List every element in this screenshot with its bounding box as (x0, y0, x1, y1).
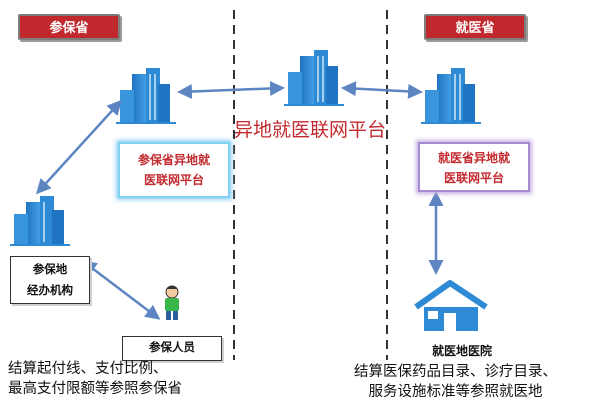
insured-platform-line1: 参保省异地就 (137, 153, 210, 167)
insured-province-tag: 参保省 (18, 14, 120, 40)
medical-platform-line2: 医联网平台 (443, 171, 504, 185)
arrow-center-right-platform (341, 81, 423, 99)
medical-platform-box: 就医省异地就 医联网平台 (418, 142, 530, 192)
center-platform-title: 异地就医联网平台 (234, 119, 387, 141)
right-note-line2: 服务设施标准等参照就医地 (368, 384, 543, 400)
insured-person-icon (165, 285, 179, 320)
agency-line1: 参保地 (32, 262, 68, 276)
left-note: 结算起付线、支付比例、 最高支付限额等参照参保省 (8, 359, 182, 399)
hospital-label: 就医地医院 (432, 344, 493, 358)
center-building-icon (284, 50, 344, 106)
medical-province-tag: 就医省 (424, 14, 526, 40)
right-building-icon (421, 68, 481, 124)
agency-building-icon (10, 196, 70, 246)
arrow-agency-person (81, 260, 161, 320)
insured-platform-box: 参保省异地就 医联网平台 (118, 142, 230, 198)
right-note-line1: 结算医保药品目录、诊疗目录、 (354, 364, 557, 380)
arrow-agency-left-platform (35, 99, 123, 195)
agency-box: 参保地 经办机构 (10, 256, 90, 304)
left-note-line1: 结算起付线、支付比例、 (8, 361, 168, 377)
arrow-left-platform-center (177, 80, 285, 100)
insured-platform-line2: 医联网平台 (143, 173, 204, 187)
medical-platform-line1: 就医省异地就 (437, 151, 510, 165)
insured-person-box: 参保人员 (122, 336, 222, 361)
left-building-icon (116, 68, 176, 124)
right-note: 结算医保药品目录、诊疗目录、 服务设施标准等参照就医地 (354, 362, 557, 402)
left-note-line2: 最高支付限额等参照参保省 (8, 381, 182, 397)
agency-line2: 经办机构 (27, 283, 73, 297)
hospital-house-icon (414, 280, 488, 331)
